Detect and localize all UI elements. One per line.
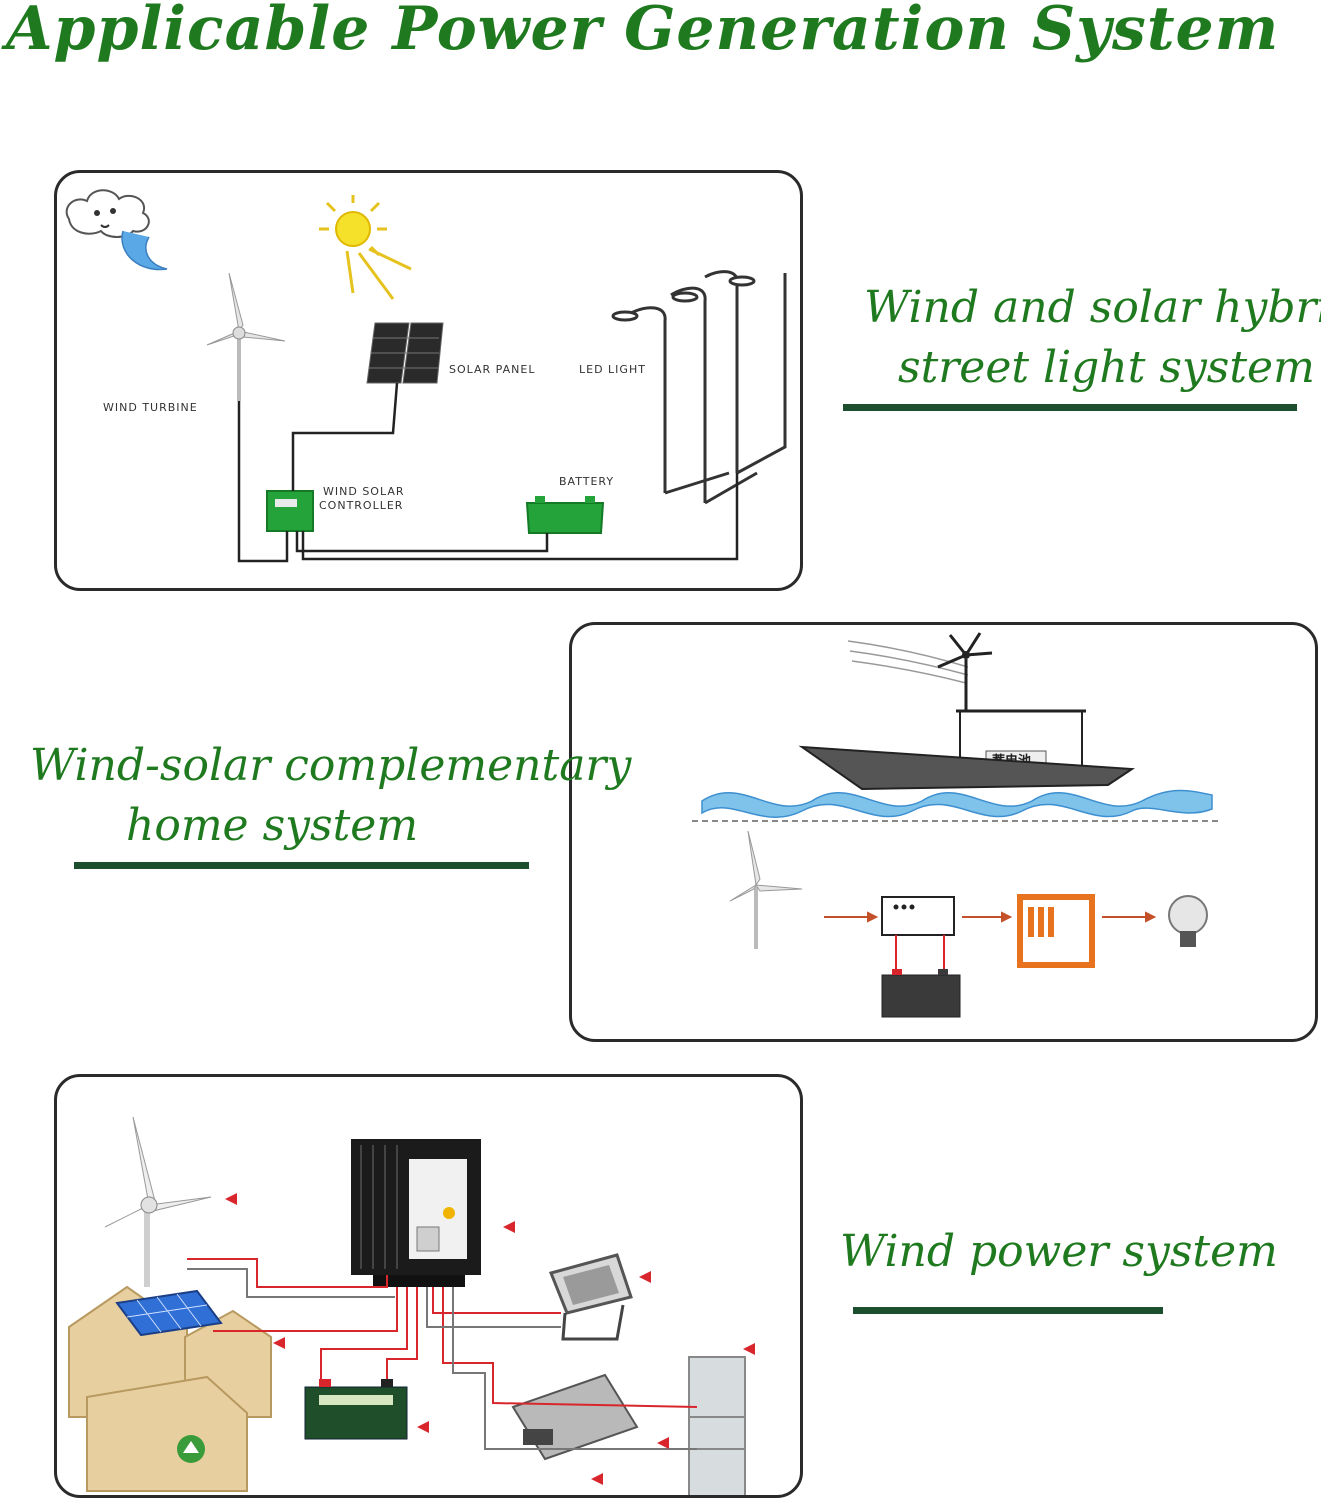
controller-icon — [881, 896, 955, 936]
battery-icon — [525, 496, 605, 534]
controller-label-line2: CONTROLLER — [319, 499, 403, 512]
battery-icon — [881, 935, 961, 1018]
wind-power-diagram-panel — [54, 1074, 803, 1498]
wind-turbine-icon — [206, 272, 286, 401]
home-system-caption: Wind-solar complementary home system — [30, 736, 631, 856]
floodlight-icon — [548, 1253, 633, 1341]
wind-cloud-icon — [65, 189, 168, 271]
inverter-icon — [1017, 894, 1095, 968]
page-title: Applicable Power Generation System — [6, 0, 1280, 64]
solar-panel-icon — [366, 322, 444, 384]
wind-turbine-label: WIND TURBINE — [103, 401, 198, 414]
led-light-label: LED LIGHT — [579, 363, 646, 376]
arrow-markers — [225, 1193, 755, 1485]
sun-icon — [319, 195, 412, 300]
caption-line: home system — [126, 800, 419, 851]
street-light-icon — [611, 270, 787, 505]
caption-underline — [74, 862, 529, 869]
caption-line: Wind-solar complementary — [30, 740, 632, 791]
caption-line: Wind and solar hybrid — [864, 282, 1321, 333]
caption-line: Wind power system — [840, 1226, 1278, 1277]
wind-power-caption: Wind power system — [840, 1222, 1278, 1282]
battery-label: BATTERY — [559, 475, 614, 488]
caption-underline — [853, 1307, 1163, 1314]
solar-panel-icon — [115, 1289, 223, 1337]
controller-icon — [266, 490, 314, 532]
battery-icon — [304, 1379, 408, 1440]
street-light-caption: Wind and solar hybrid street light syste… — [864, 278, 1321, 398]
inverter-icon — [511, 1373, 639, 1461]
house-icon — [68, 1285, 272, 1492]
street-light-diagram-panel: WIND TURBINE SOLAR PANEL LED LIGHT WIND … — [54, 170, 803, 591]
light-bulb-icon — [1168, 895, 1208, 947]
wind-turbine-icon — [104, 1116, 212, 1287]
solar-panel-label: SOLAR PANEL — [449, 363, 535, 376]
caption-underline — [843, 404, 1297, 411]
home-system-diagram-panel: 蓄电池 — [569, 622, 1318, 1042]
controller-icon — [351, 1139, 481, 1287]
controller-label-line1: WIND SOLAR — [323, 485, 405, 498]
refrigerator-icon — [688, 1356, 746, 1495]
boat-icon: 蓄电池 — [798, 632, 1136, 791]
caption-line: street light system — [898, 342, 1315, 393]
wind-turbine-icon — [729, 830, 803, 949]
recycle-icon — [177, 1435, 205, 1463]
